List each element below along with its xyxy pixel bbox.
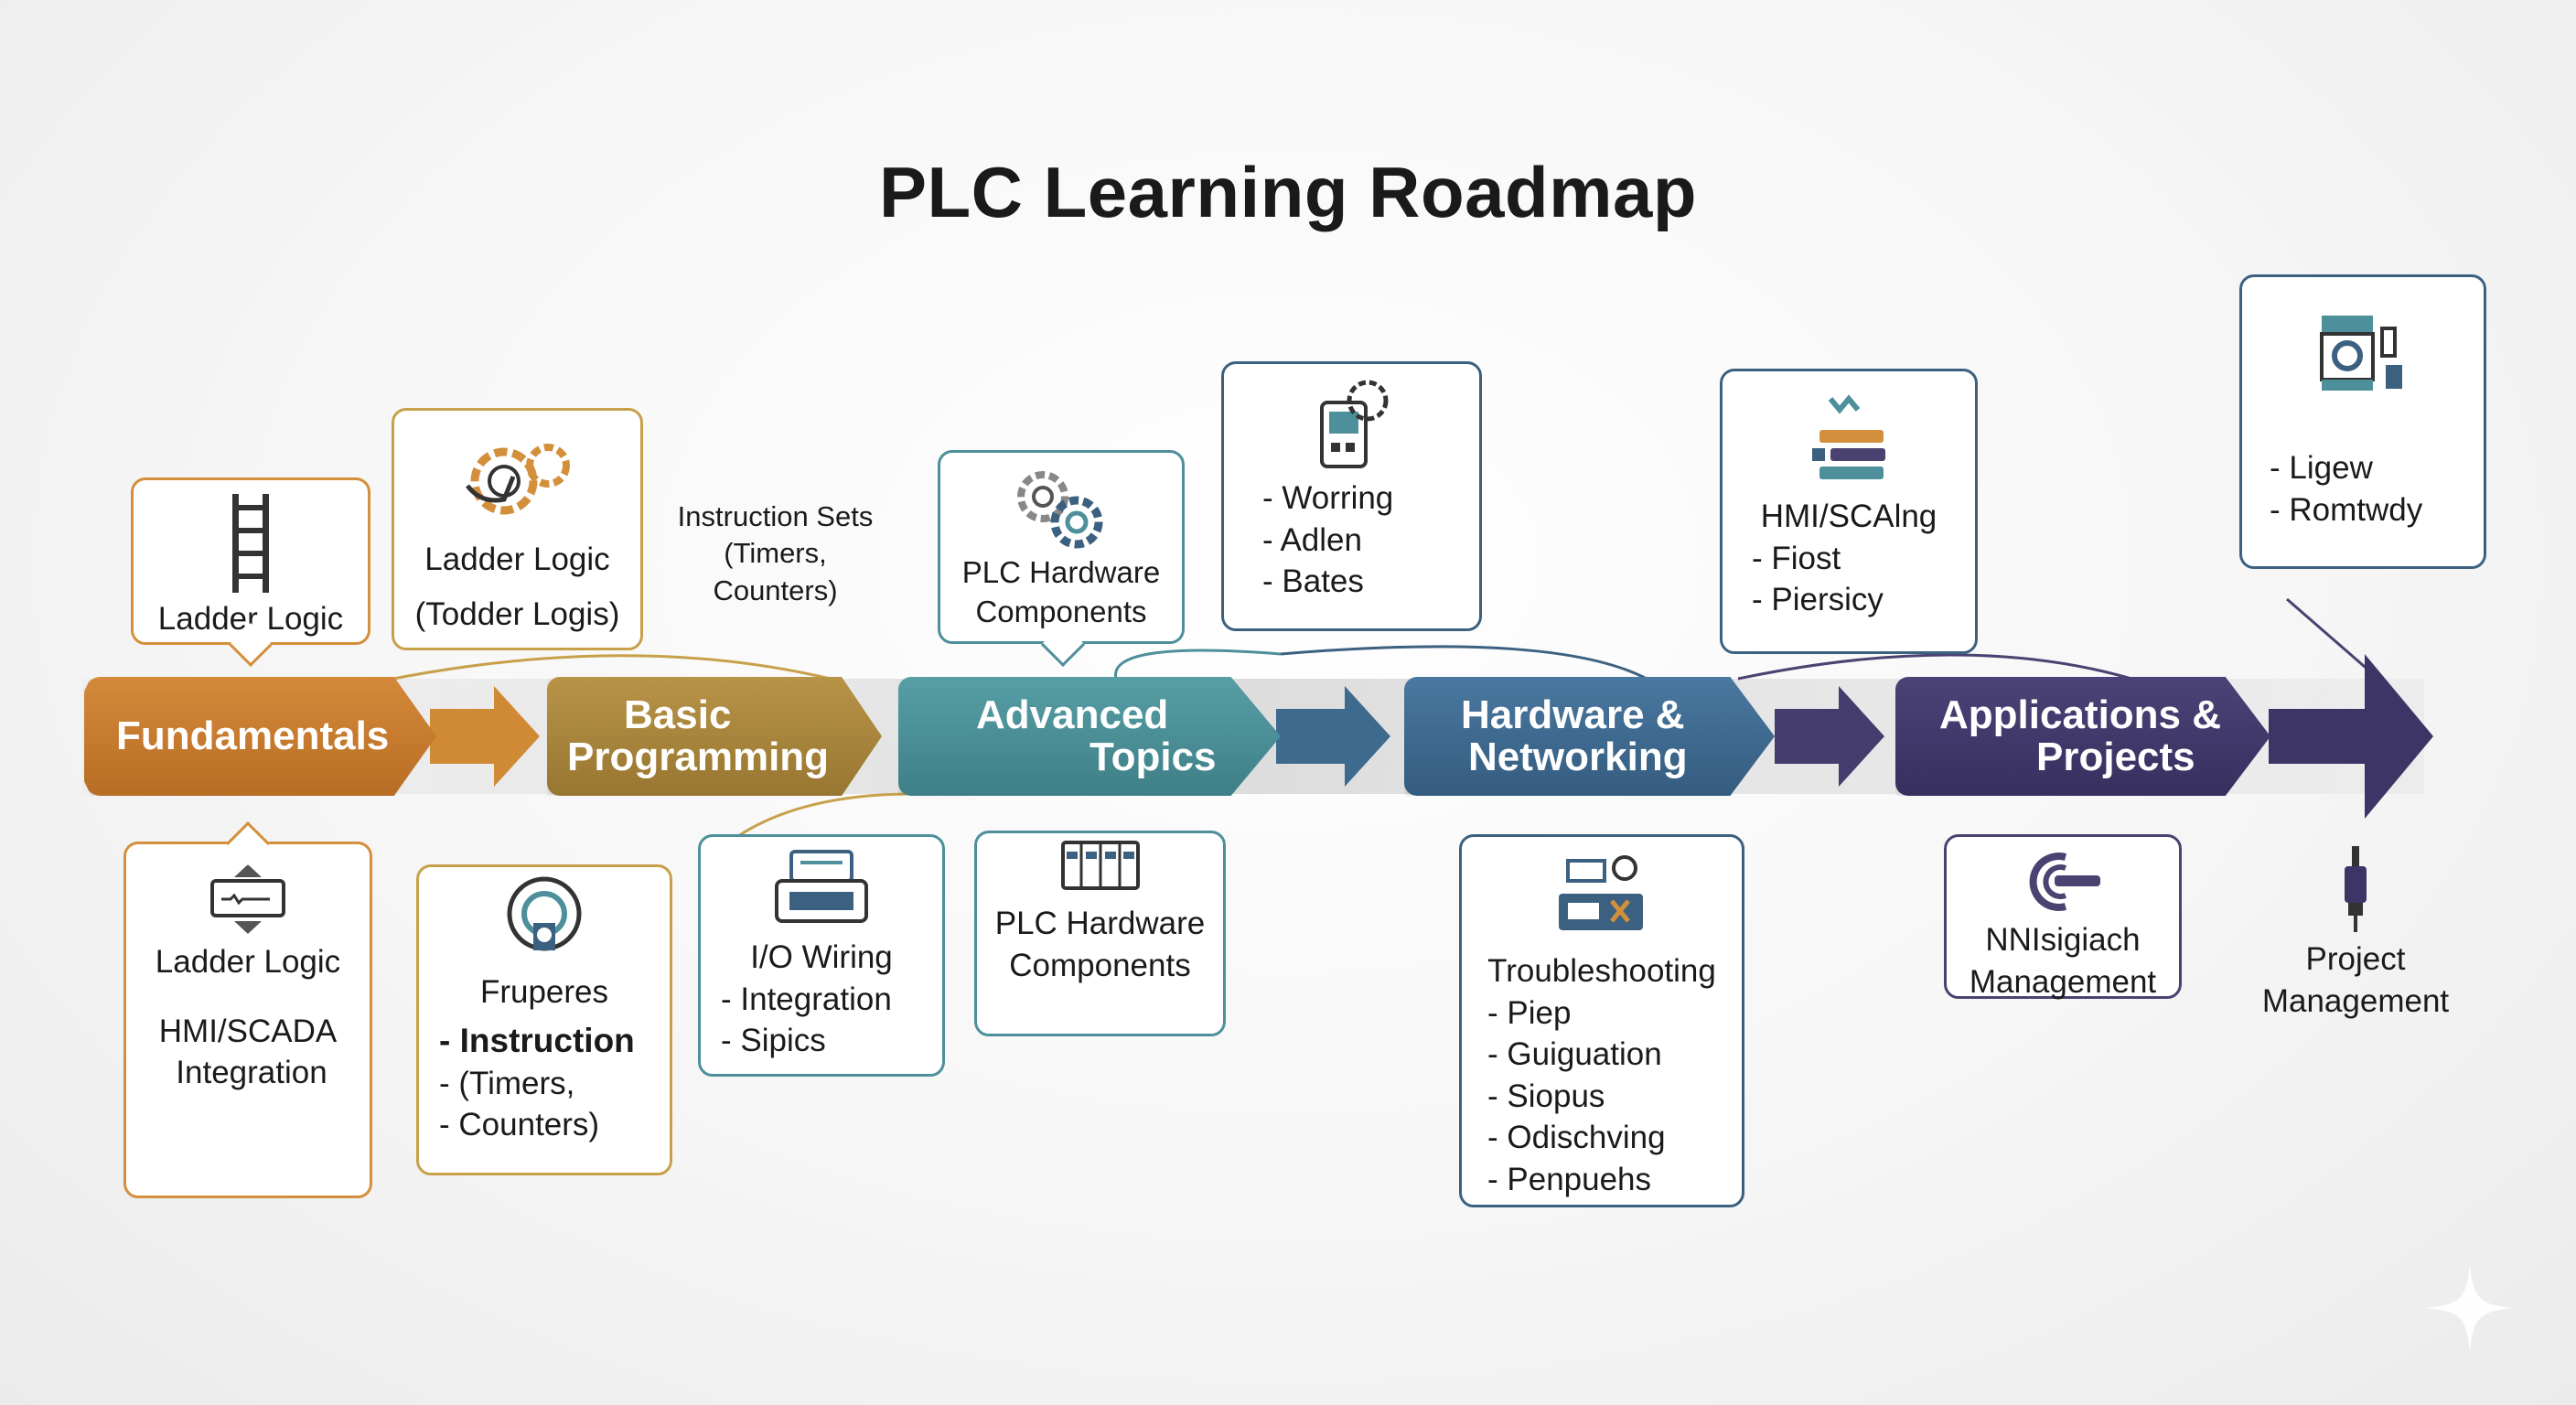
card-list: Fiost Piersicy <box>1723 538 1975 621</box>
card-hardware-top: HMI/SCAlng Fiost Piersicy <box>1720 369 1978 654</box>
stage-label-line1: Applications & <box>1939 692 2222 737</box>
note-line: (Timers, Counters) <box>713 537 838 606</box>
stage-label-line2: Topics <box>1089 735 1217 779</box>
card-line: Components <box>1009 947 1191 983</box>
card-line: PLC Hardware <box>961 555 1161 589</box>
stage-fundamentals[interactable]: Fundamentals <box>84 677 436 796</box>
list-item: Worring <box>1262 477 1479 520</box>
card-line: Components <box>975 594 1147 628</box>
stage-advanced-topics[interactable]: Advanced Topics <box>898 677 1281 796</box>
card-basic-bottom: Fruperes Instruction (Timers, Counters) <box>416 864 672 1175</box>
list-item: Penpuehs <box>1487 1159 1742 1201</box>
card-fundamentals-bottom: Ladder Logic HMI/SCADA Integration <box>123 842 372 1198</box>
list-item: Piersicy <box>1752 579 1975 621</box>
stage-label-line1: Hardware & <box>1461 692 1685 737</box>
list-item: Siopus <box>1487 1076 1742 1118</box>
sparkle-icon <box>2426 1264 2514 1352</box>
list-item: Adlen <box>1262 520 1479 562</box>
list-item: Ligew <box>2270 447 2484 489</box>
ring-probe-icon <box>2029 853 2100 911</box>
stage-label-line1: Advanced <box>976 692 1169 737</box>
connector-plug-icon <box>2345 846 2367 932</box>
card-line: Management <box>1969 963 2157 1000</box>
card-advanced-top: PLC Hardware Components <box>938 450 1185 644</box>
note-line: Instruction Sets <box>677 500 874 532</box>
list-item: Guiguation <box>1487 1034 1742 1076</box>
stage-label-line2: Networking <box>1468 735 1688 779</box>
stage-basic-programming[interactable]: Basic Programming <box>547 677 882 796</box>
card-line: PLC Hardware <box>994 906 1206 941</box>
wiring-head-icon <box>507 876 582 951</box>
card-title: HMI/SCAlng <box>1760 499 1937 534</box>
card-title: I/O Wiring <box>750 939 893 975</box>
card-list: Ligew Romtwdy <box>2242 447 2484 531</box>
card-applications-bottom: NNIsigiach Management <box>1944 834 2182 1000</box>
list-item: Bates <box>1262 561 1479 603</box>
connector-adv-top <box>1114 649 1282 680</box>
item-line: Project <box>2305 941 2406 977</box>
stage-applications-projects[interactable]: Applications & Projects <box>1895 677 2270 796</box>
card-hardware-bottom: Troubleshooting Piep Guiguation Siopus O… <box>1459 834 1744 1207</box>
card-list: Instruction (Timers, Counters) <box>419 1019 670 1146</box>
arrow-4 <box>1775 686 1884 787</box>
rack-modules-icon <box>1060 841 1140 890</box>
item-line: Management <box>2261 982 2450 1019</box>
list-item: Sipics <box>721 1020 942 1062</box>
ladder-icon <box>232 494 269 593</box>
stage-label-line1: Basic <box>624 692 732 737</box>
arrow-3 <box>1276 686 1390 787</box>
connector-hw-a <box>1280 645 1648 681</box>
list-item: Instruction <box>439 1019 670 1063</box>
list-item: Fiost <box>1752 538 1975 580</box>
connector-final <box>2286 597 2379 681</box>
list-item: (Timers, <box>439 1063 670 1105</box>
card-title: Troubleshooting <box>1487 953 1716 989</box>
list-item: Romtwdy <box>2270 489 2484 531</box>
machine-panel-icon <box>2320 316 2402 391</box>
connector-app <box>1737 653 2132 681</box>
card-list: Integration Sipics <box>701 979 942 1062</box>
note-instruction-sets: Instruction Sets (Timers, Counters) <box>659 499 892 609</box>
list-item: Odischving <box>1487 1117 1742 1159</box>
arrow-1 <box>430 686 540 787</box>
printer-icon <box>775 850 868 923</box>
page-title: PLC Learning Roadmap <box>878 152 1698 232</box>
card-list: Piep Guiguation Siopus Odischving Penpue… <box>1462 992 1742 1201</box>
display-panel-icon <box>210 864 285 934</box>
stage-label-line2: Programming <box>567 735 830 779</box>
card-line: Ladder Logic <box>155 944 341 980</box>
card-advanced-top-2: Worring Adlen Bates <box>1221 361 1482 631</box>
stage-hardware-networking[interactable]: Hardware & Networking <box>1404 677 1775 796</box>
card-title: Fruperes <box>479 974 609 1010</box>
device-gear-icon <box>1319 380 1388 468</box>
card-line: Integration <box>176 1055 327 1090</box>
network-blocks-icon <box>1812 394 1885 479</box>
card-line: Ladder Logic <box>424 542 610 577</box>
card-line: NNIsigiach <box>1985 922 2141 958</box>
card-io-wiring: I/O Wiring Integration Sipics <box>698 834 945 1077</box>
card-fundamentals-top: Ladder Logic <box>131 477 370 645</box>
control-panel-icon <box>1559 855 1643 930</box>
list-item: Piep <box>1487 992 1742 1035</box>
card-applications-top: Ligew Romtwdy <box>2239 274 2486 569</box>
stage-label: Fundamentals <box>116 713 390 758</box>
card-line: HMI/SCADA <box>158 1013 338 1049</box>
arrow-final <box>2269 654 2433 819</box>
card-advanced-bottom: PLC Hardware Components <box>974 831 1226 1036</box>
item-project-management: Project Management <box>2246 846 2465 1022</box>
card-basic-top: Ladder Logic (Todder Logis) <box>392 408 643 650</box>
list-item: Integration <box>721 979 942 1021</box>
gear-hand-icon <box>465 444 570 515</box>
stage-label-line2: Projects <box>2036 735 2195 779</box>
gears-icon <box>1017 471 1103 549</box>
list-item: Counters) <box>439 1104 670 1146</box>
card-line: (Todder Logis) <box>414 595 620 632</box>
card-list: Worring Adlen Bates <box>1224 477 1479 603</box>
